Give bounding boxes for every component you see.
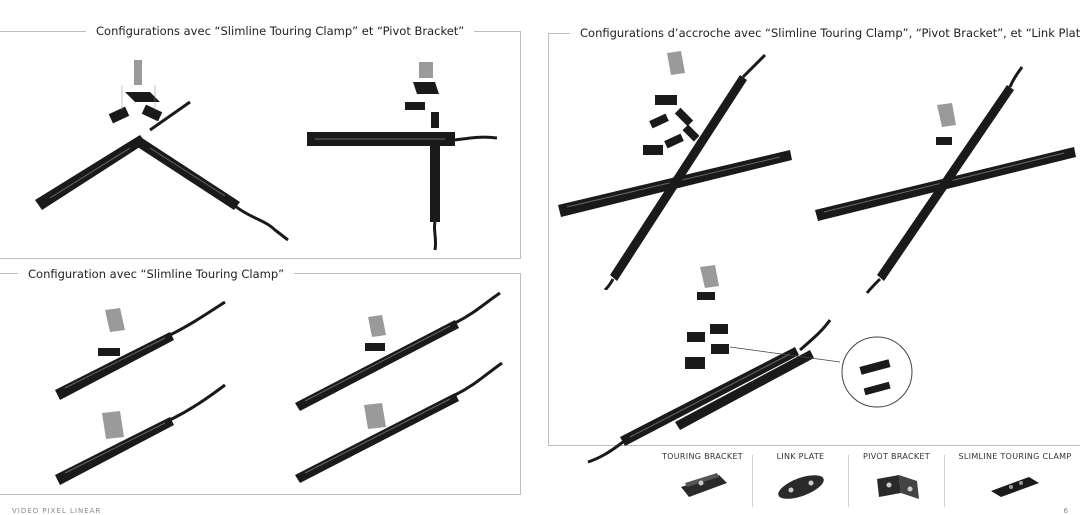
cable-top (149, 100, 191, 132)
parts-separator (848, 455, 849, 507)
link-plate-icon (777, 475, 824, 499)
slimline-clamp (937, 103, 956, 127)
footer-text: VIDEO PIXEL LINEAR (12, 507, 102, 515)
parts-separator (944, 455, 945, 507)
touring-bracket-icon (680, 473, 727, 497)
single-clamp-diagram-c (295, 291, 501, 411)
part-label: TOURING BRACKET (661, 452, 743, 461)
parts-separator (752, 455, 753, 507)
part-touring-bracket: TOURING BRACKET (660, 452, 745, 510)
slimline-clamp (102, 411, 124, 439)
bar-vertical (430, 142, 440, 222)
page-number: 6 (1063, 507, 1068, 515)
cable (234, 204, 289, 242)
touring-bracket (365, 343, 385, 351)
touring-bracket (405, 102, 425, 110)
pivot-bracket (413, 82, 439, 94)
part-label: LINK PLATE (776, 452, 825, 461)
part-pivot-bracket: PIVOT BRACKET (854, 452, 939, 510)
t-pivot-diagram (307, 62, 498, 251)
touring-bracket (431, 112, 439, 128)
part-label: SLIMLINE TOURING CLAMP (958, 452, 1072, 461)
pivot-bracket-icon (876, 475, 919, 499)
x-link-diagram-b (815, 66, 1076, 294)
pivot-panel-title: Configurations avec “Slimline Touring Cl… (86, 24, 475, 38)
slimline-clamp (134, 60, 142, 85)
touring-bracket (98, 348, 120, 356)
slimline-clamp (667, 51, 685, 75)
v-pivot-diagram (35, 60, 289, 242)
pivot-bracket (125, 92, 160, 102)
bar-left (35, 135, 146, 210)
linear-link-diagram (587, 265, 841, 464)
slimline-clamp (419, 62, 433, 78)
single-clamp-diagram-a (55, 300, 226, 400)
single-clamp-diagram-b (55, 383, 226, 485)
slimline-clamp (700, 265, 719, 288)
x-link-diagram-a (558, 51, 792, 290)
part-label: PIVOT BRACKET (863, 452, 930, 461)
part-slimline-clamp: SLIMLINE TOURING CLAMP (952, 452, 1078, 510)
slimline-touring-clamp-icon (991, 477, 1039, 497)
bar-right (136, 138, 240, 210)
clamp-panel-title: Configuration avec “Slimline Touring Cla… (18, 267, 295, 281)
slimline-clamp (105, 308, 125, 332)
link-plate-zoom-circle (841, 336, 913, 408)
touring-bracket (141, 104, 163, 122)
part-link-plate: LINK PLATE (758, 452, 843, 510)
slimline-clamp (368, 315, 386, 337)
touring-bracket (108, 106, 130, 124)
slimline-clamp (364, 403, 386, 429)
single-clamp-diagram-d (295, 361, 503, 483)
link-panel-title: Configurations d’accroche avec “Slimline… (570, 26, 1080, 40)
